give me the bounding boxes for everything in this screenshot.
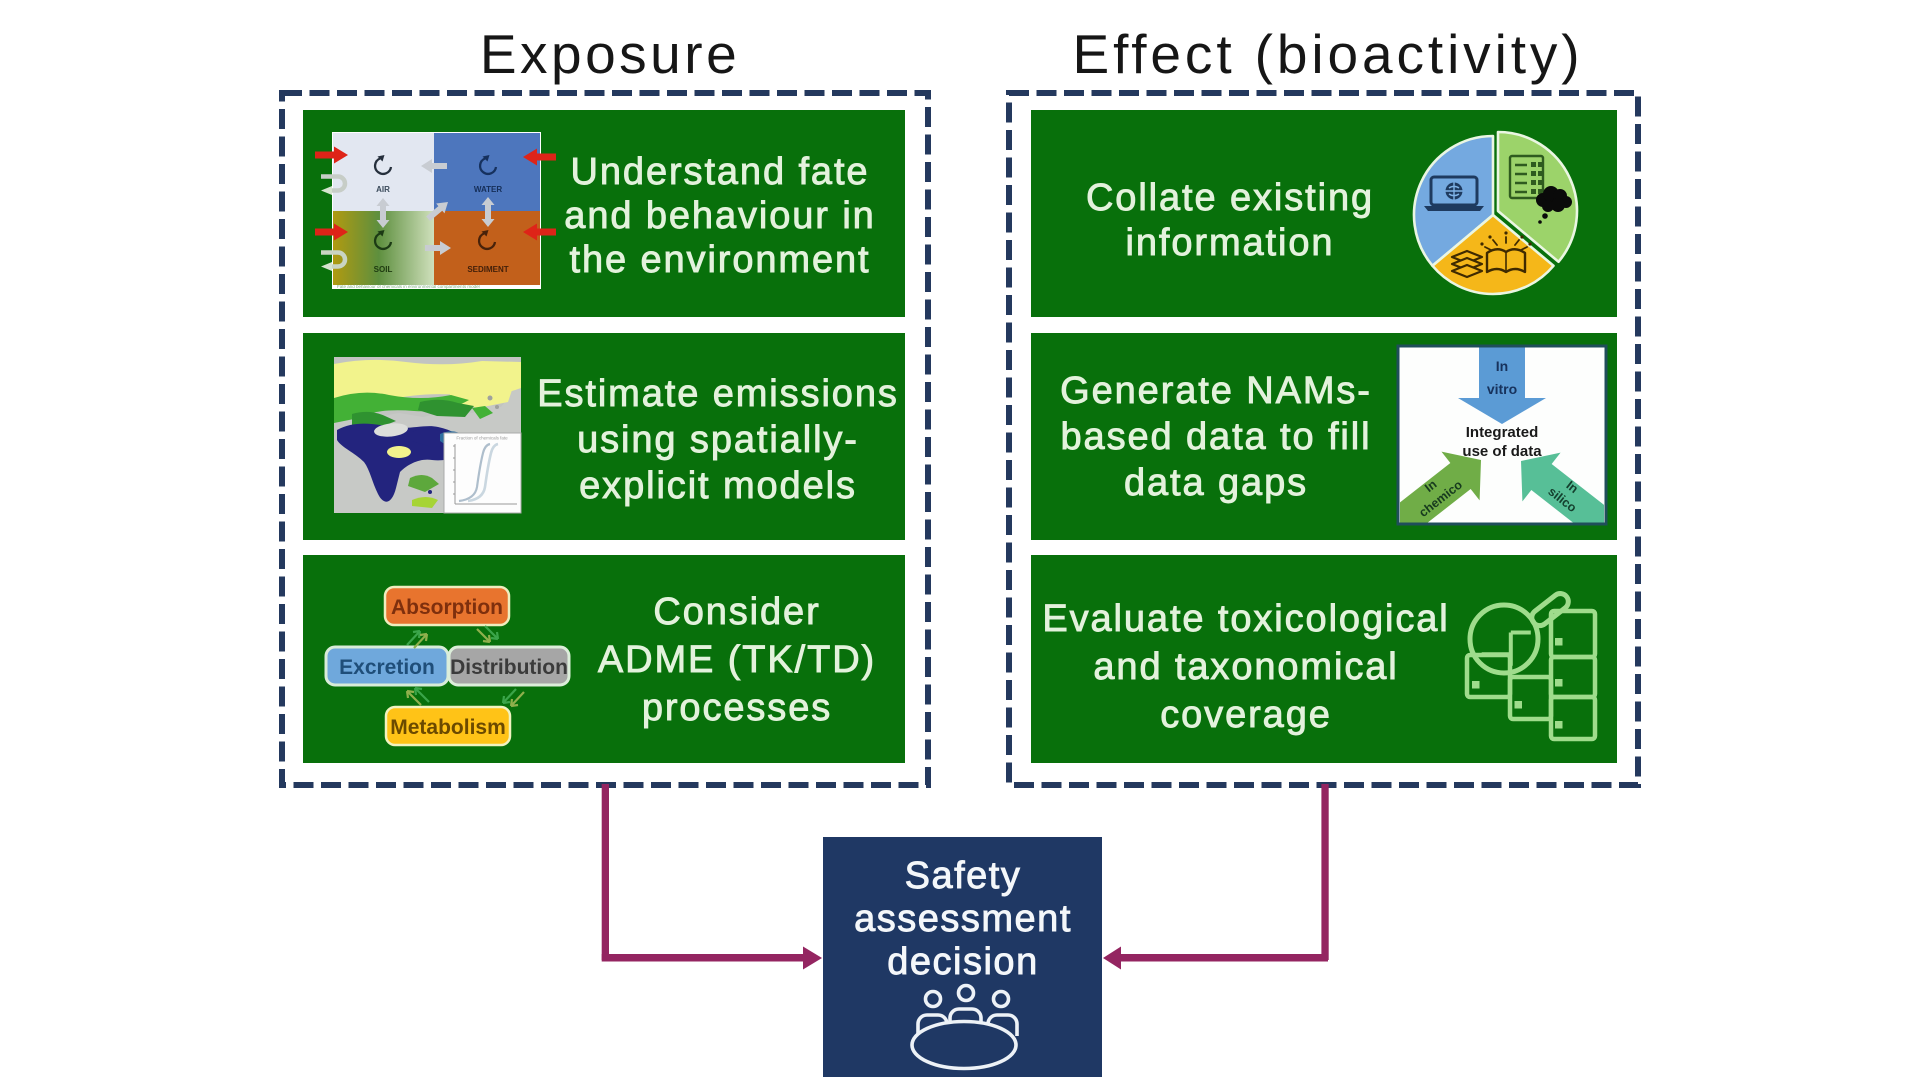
svg-text:Generate NAMs-: Generate NAMs- — [1060, 370, 1372, 412]
svg-text:Consider: Consider — [653, 591, 820, 633]
svg-text:SOIL: SOIL — [374, 265, 393, 274]
svg-text:vitro: vitro — [1487, 381, 1517, 397]
svg-text:information: information — [1126, 222, 1335, 264]
svg-text:Metabolism: Metabolism — [390, 716, 506, 739]
svg-text:assessment: assessment — [854, 898, 1072, 940]
svg-text:Distribution: Distribution — [450, 656, 568, 679]
svg-text:use of data: use of data — [1462, 443, 1542, 460]
svg-text:Absorption: Absorption — [391, 596, 503, 619]
svg-text:AIR: AIR — [376, 185, 390, 194]
svg-text:Understand fate: Understand fate — [571, 151, 870, 193]
svg-text:Evaluate toxicological: Evaluate toxicological — [1042, 598, 1449, 640]
svg-text:using spatially-: using spatially- — [577, 419, 859, 461]
svg-text:processes: processes — [642, 687, 832, 729]
svg-text:Collate existing: Collate existing — [1086, 177, 1374, 219]
svg-text:data gaps: data gaps — [1124, 462, 1308, 504]
svg-text:In: In — [1496, 358, 1508, 374]
svg-text:Integrated: Integrated — [1466, 424, 1539, 441]
svg-text:Fraction of chemicals fate: Fraction of chemicals fate — [456, 436, 508, 441]
svg-text:Fate and behaviour of chemical: Fate and behaviour of chemicals in envir… — [337, 284, 480, 289]
svg-text:coverage: coverage — [1160, 694, 1332, 736]
svg-text:Excretion: Excretion — [339, 656, 435, 679]
svg-text:decision: decision — [887, 941, 1038, 983]
svg-text:and taxonomical: and taxonomical — [1093, 646, 1398, 688]
svg-text:the environment: the environment — [570, 239, 871, 281]
svg-text:Safety: Safety — [905, 855, 1022, 897]
svg-text:Exposure: Exposure — [480, 23, 740, 85]
svg-text:WATER: WATER — [474, 185, 503, 194]
svg-text:explicit models: explicit models — [579, 465, 857, 507]
svg-text:based data to fill: based data to fill — [1061, 416, 1372, 458]
svg-text:and behaviour in: and behaviour in — [564, 195, 875, 237]
svg-text:Estimate emissions: Estimate emissions — [537, 373, 899, 415]
svg-text:SEDIMENT: SEDIMENT — [467, 265, 508, 274]
svg-text:Effect (bioactivity): Effect (bioactivity) — [1072, 23, 1583, 85]
svg-text:ADME (TK/TD): ADME (TK/TD) — [598, 639, 876, 681]
